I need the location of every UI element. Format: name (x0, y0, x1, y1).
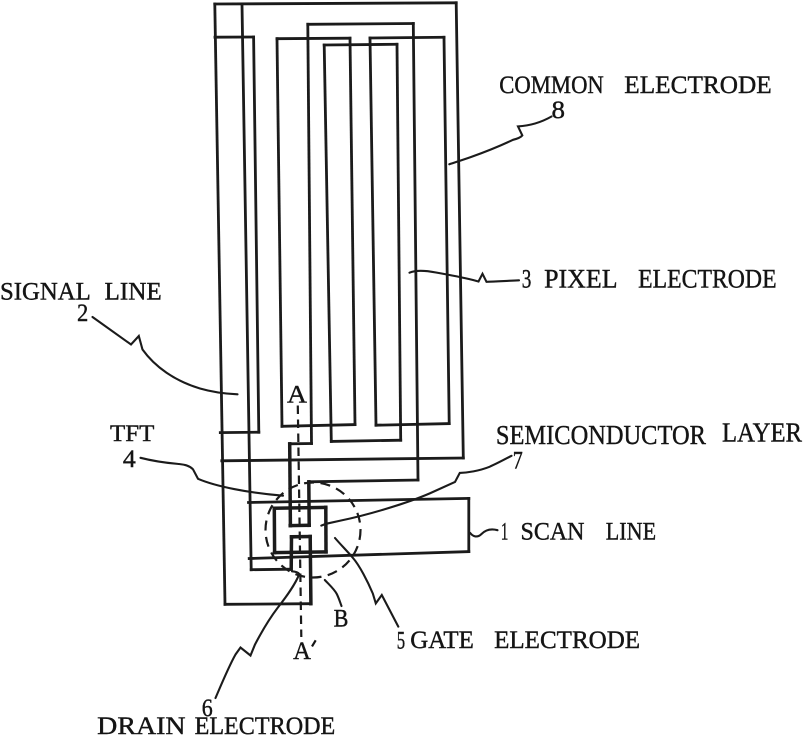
svg-text:5: 5 (397, 628, 405, 655)
svg-text:LINE: LINE (105, 279, 162, 306)
svg-text:LAYER: LAYER (722, 418, 802, 448)
svg-text:SCAN: SCAN (521, 519, 585, 546)
svg-text:3: 3 (522, 265, 532, 294)
svg-text:SIGNAL: SIGNAL (0, 279, 91, 306)
svg-text:8: 8 (552, 97, 566, 124)
svg-text:ELECTRODE: ELECTRODE (624, 72, 771, 99)
svg-text:4: 4 (123, 446, 136, 473)
svg-text:DRAIN: DRAIN (97, 713, 185, 735)
svg-text:2: 2 (77, 300, 88, 327)
svg-text:ELECTRODE: ELECTRODE (638, 265, 777, 294)
svg-text:6: 6 (202, 695, 213, 722)
svg-text:A: A (287, 382, 307, 409)
svg-text:SEMICONDUCTOR: SEMICONDUCTOR (496, 420, 706, 450)
svg-text:7: 7 (513, 448, 523, 475)
svg-text:GATE: GATE (410, 627, 474, 654)
svg-text:1: 1 (501, 519, 509, 546)
svg-text:B: B (334, 606, 349, 633)
svg-text:ELECTRODE: ELECTRODE (195, 713, 336, 735)
svg-text:TFT: TFT (110, 421, 154, 446)
svg-text:ELECTRODE: ELECTRODE (494, 627, 640, 654)
svg-text:A: A (293, 638, 311, 665)
svg-text:LINE: LINE (606, 519, 656, 546)
svg-text:PIXEL: PIXEL (544, 265, 618, 294)
svg-text:COMMON: COMMON (499, 72, 604, 99)
